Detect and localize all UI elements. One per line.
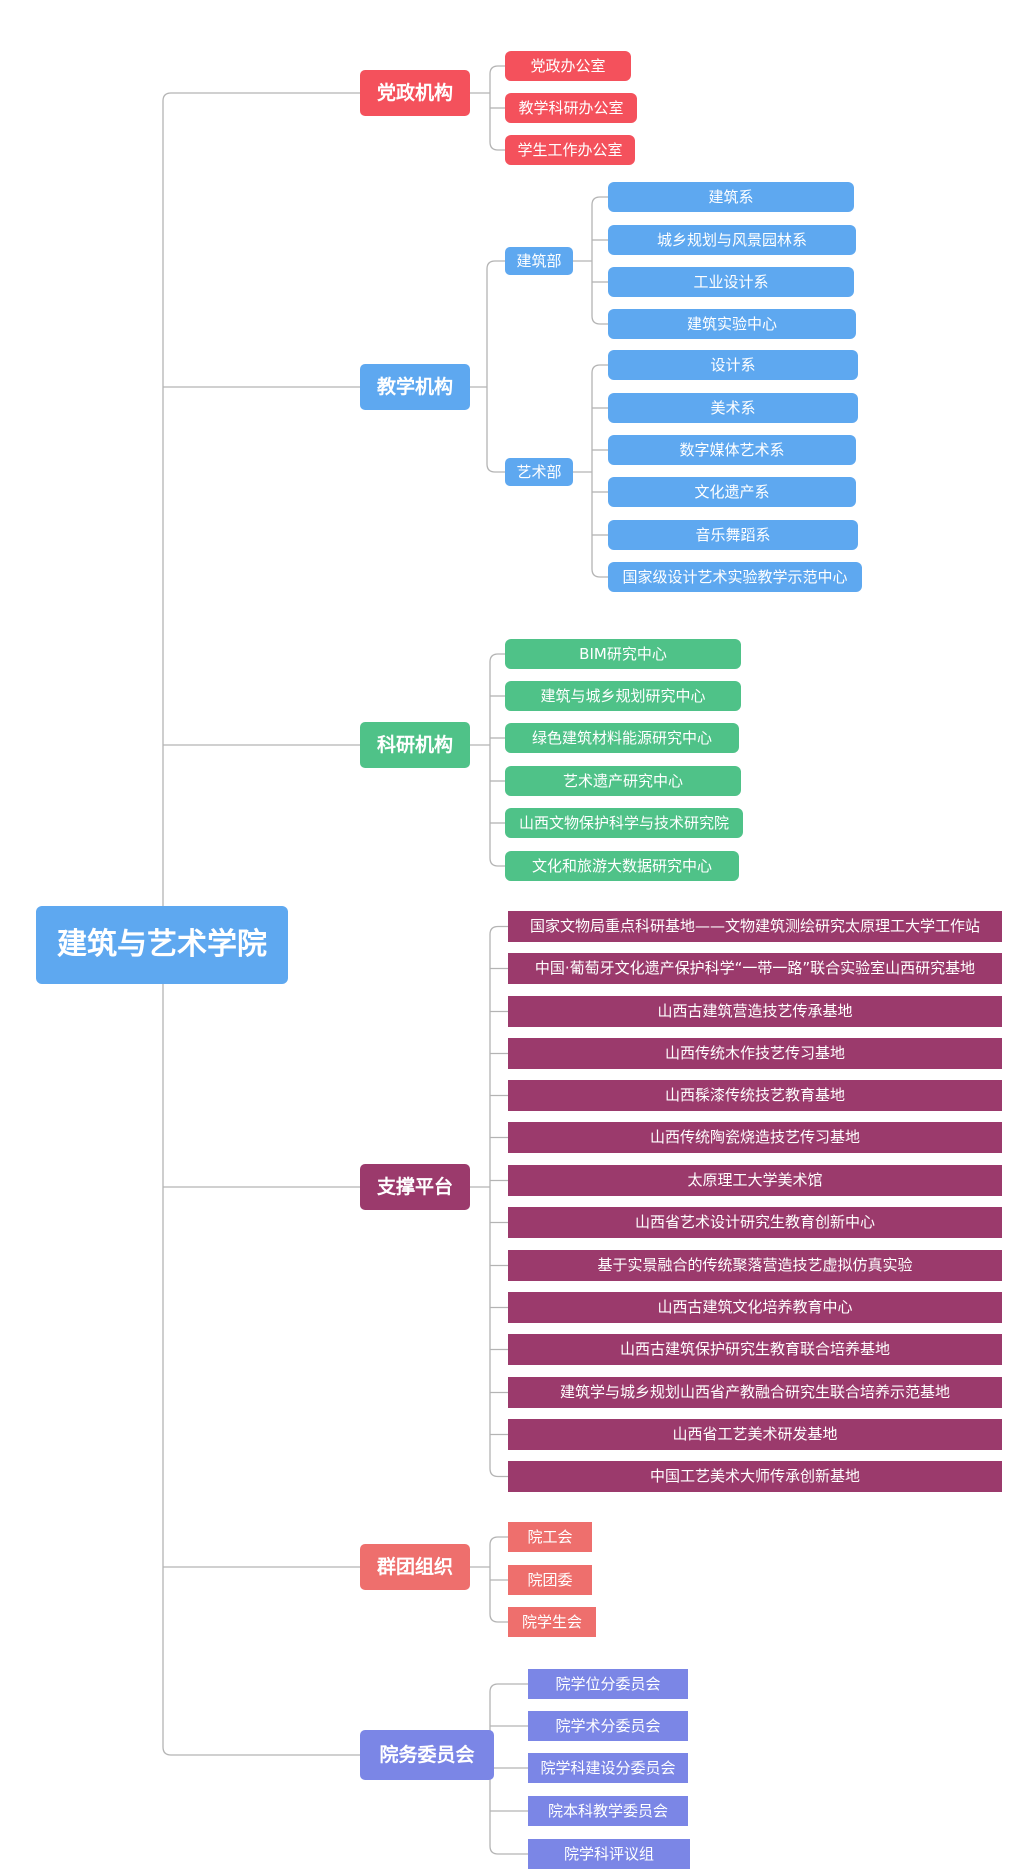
leaf-node: 山西省工艺美术研发基地 bbox=[508, 1419, 1002, 1450]
dept-node: 建筑实验中心 bbox=[608, 309, 856, 339]
branch-keyan-edge-5 bbox=[489, 857, 505, 867]
branch-yuanwu: 院务委员会 bbox=[360, 1730, 494, 1780]
leaf-node: 学生工作办公室 bbox=[505, 135, 635, 165]
leaf-node: 国家文物局重点科研基地——文物建筑测绘研究太原理工大学工作站 bbox=[508, 911, 1002, 942]
branch-quntuan-edge-0 bbox=[489, 1536, 508, 1546]
leaf-node: 院本科教学委员会 bbox=[528, 1796, 688, 1826]
leaf-node: 艺术遗产研究中心 bbox=[505, 766, 741, 796]
sub-dept-1-edge-5 bbox=[591, 568, 608, 578]
leaf-node: 山西古建筑文化培养教育中心 bbox=[508, 1292, 1002, 1323]
dept-node: 音乐舞蹈系 bbox=[608, 520, 858, 550]
branch-zhicheng-edge-13 bbox=[489, 1468, 508, 1478]
dept-node: 文化遗产系 bbox=[608, 477, 856, 507]
leaf-node: 院工会 bbox=[508, 1522, 592, 1552]
sub-dept-1: 艺术部 bbox=[505, 458, 573, 486]
dept-node: 美术系 bbox=[608, 393, 858, 423]
leaf-node: 教学科研办公室 bbox=[505, 93, 637, 123]
leaf-node: 绿色建筑材料能源研究中心 bbox=[505, 723, 739, 753]
leaf-node: 山西古建筑保护研究生教育联合培养基地 bbox=[508, 1334, 1002, 1365]
branch-jiaoxue-edge-0 bbox=[486, 260, 505, 270]
dept-node: 建筑系 bbox=[608, 182, 854, 212]
branch-dangzheng-edge-2 bbox=[489, 141, 505, 151]
sub-dept-0: 建筑部 bbox=[505, 247, 573, 275]
leaf-node: 党政办公室 bbox=[505, 51, 631, 81]
leaf-node: 建筑学与城乡规划山西省产教融合研究生联合培养示范基地 bbox=[508, 1377, 1002, 1408]
leaf-node: 建筑与城乡规划研究中心 bbox=[505, 681, 741, 711]
leaf-node: BIM研究中心 bbox=[505, 639, 741, 669]
root-edge-0 bbox=[162, 92, 360, 102]
dept-node: 城乡规划与风景园林系 bbox=[608, 225, 856, 255]
leaf-node: 山西髹漆传统技艺教育基地 bbox=[508, 1080, 1002, 1111]
leaf-node: 中国·葡萄牙文化遗产保护科学“一带一路”联合实验室山西研究基地 bbox=[508, 953, 1002, 984]
leaf-node: 院学科建设分委员会 bbox=[528, 1753, 688, 1783]
sub-dept-0-edge-0 bbox=[591, 196, 608, 206]
branch-keyan-edge-0 bbox=[489, 653, 505, 663]
leaf-node: 山西古建筑营造技艺传承基地 bbox=[508, 996, 1002, 1027]
branch-zhicheng-edge-0 bbox=[489, 925, 508, 935]
branch-quntuan-edge-2 bbox=[489, 1613, 508, 1623]
sub-dept-1-edge-0 bbox=[591, 364, 608, 374]
root-edge-5 bbox=[162, 1746, 360, 1756]
branch-yuanwu-edge-0 bbox=[489, 1683, 528, 1693]
branch-dangzheng-edge-0 bbox=[489, 65, 505, 75]
leaf-node: 院学科评议组 bbox=[528, 1839, 690, 1869]
branch-yuanwu-edge-4 bbox=[489, 1845, 528, 1855]
root-node: 建筑与艺术学院 bbox=[36, 906, 288, 984]
leaf-node: 太原理工大学美术馆 bbox=[508, 1165, 1002, 1196]
leaf-node: 基于实景融合的传统聚落营造技艺虚拟仿真实验 bbox=[508, 1250, 1002, 1281]
leaf-node: 文化和旅游大数据研究中心 bbox=[505, 851, 739, 881]
leaf-node: 山西传统陶瓷烧造技艺传习基地 bbox=[508, 1122, 1002, 1153]
leaf-node: 山西文物保护科学与技术研究院 bbox=[505, 808, 743, 838]
leaf-node: 院学位分委员会 bbox=[528, 1669, 688, 1699]
leaf-node: 山西省艺术设计研究生教育创新中心 bbox=[508, 1207, 1002, 1238]
leaf-node: 院学生会 bbox=[508, 1607, 596, 1637]
dept-node: 数字媒体艺术系 bbox=[608, 435, 856, 465]
branch-keyan: 科研机构 bbox=[360, 722, 470, 768]
sub-dept-0-edge-3 bbox=[591, 315, 608, 325]
branch-jiaoxue-edge-1 bbox=[486, 463, 505, 473]
dept-node: 设计系 bbox=[608, 350, 858, 380]
branch-zhicheng: 支撑平台 bbox=[360, 1164, 470, 1210]
branch-quntuan: 群团组织 bbox=[360, 1544, 470, 1590]
leaf-node: 院团委 bbox=[508, 1565, 592, 1595]
dept-node: 国家级设计艺术实验教学示范中心 bbox=[608, 562, 862, 592]
branch-dangzheng: 党政机构 bbox=[360, 70, 470, 116]
leaf-node: 院学术分委员会 bbox=[528, 1711, 688, 1741]
leaf-node: 山西传统木作技艺传习基地 bbox=[508, 1038, 1002, 1069]
dept-node: 工业设计系 bbox=[608, 267, 854, 297]
branch-jiaoxue: 教学机构 bbox=[360, 364, 470, 410]
leaf-node: 中国工艺美术大师传承创新基地 bbox=[508, 1461, 1002, 1492]
